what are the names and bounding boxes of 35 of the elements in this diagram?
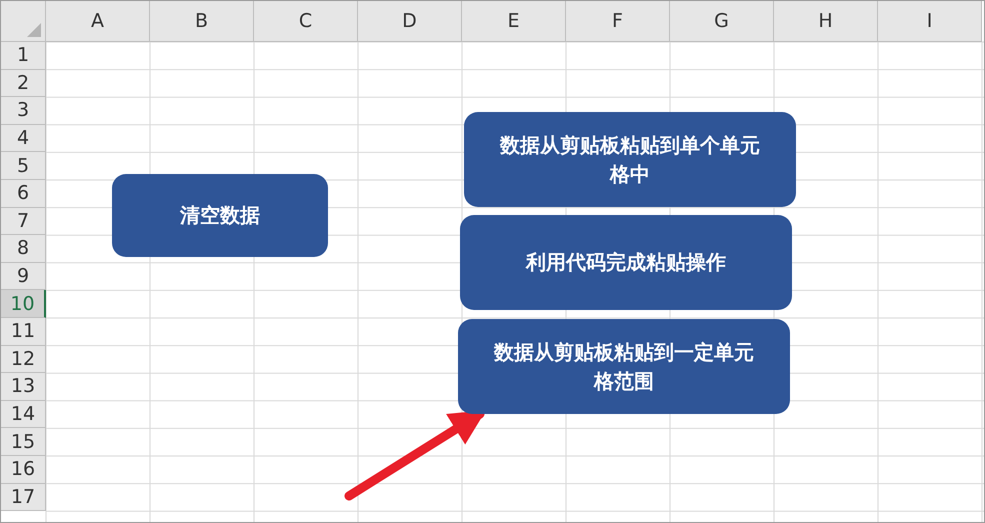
row-header: 14: [1, 400, 46, 428]
column-header: C: [254, 1, 358, 42]
row-header: 13: [1, 373, 46, 401]
row-header: 4: [1, 124, 46, 152]
shape-button: [458, 319, 790, 414]
button-label: 数据从剪贴板粘贴到一定单元格范围: [492, 338, 755, 394]
row-header: 5: [1, 152, 46, 180]
row-header: 2: [1, 70, 46, 98]
column-header: B: [150, 1, 254, 42]
button-label: 数据从剪贴板粘贴到单个单元格中: [498, 132, 761, 188]
row-header: 9: [1, 262, 46, 290]
column-header: I: [878, 1, 982, 42]
row-header: 7: [1, 208, 46, 236]
column-header: G: [670, 1, 774, 42]
column-header: F: [566, 1, 670, 42]
column-header: A: [46, 1, 150, 42]
row-header: 8: [1, 235, 46, 263]
row-header: 6: [1, 180, 46, 208]
row-header: 16: [1, 456, 46, 484]
column-header: E: [462, 1, 566, 42]
shape-button: [464, 112, 796, 207]
shape-button: [460, 215, 792, 310]
row-header: 15: [1, 428, 46, 456]
column-header: H: [774, 1, 878, 42]
shape-button: [112, 174, 328, 257]
row-header: 11: [1, 318, 46, 346]
row-header: 10: [1, 290, 46, 318]
button-label: 清空数据: [180, 202, 260, 229]
row-header: 17: [1, 484, 46, 512]
row-header: 3: [1, 97, 46, 125]
row-header: 12: [1, 346, 46, 374]
button-label: 利用代码完成粘贴操作: [526, 249, 726, 276]
arrow: [344, 410, 486, 500]
column-header: D: [358, 1, 462, 42]
row-header: 1: [1, 42, 46, 70]
